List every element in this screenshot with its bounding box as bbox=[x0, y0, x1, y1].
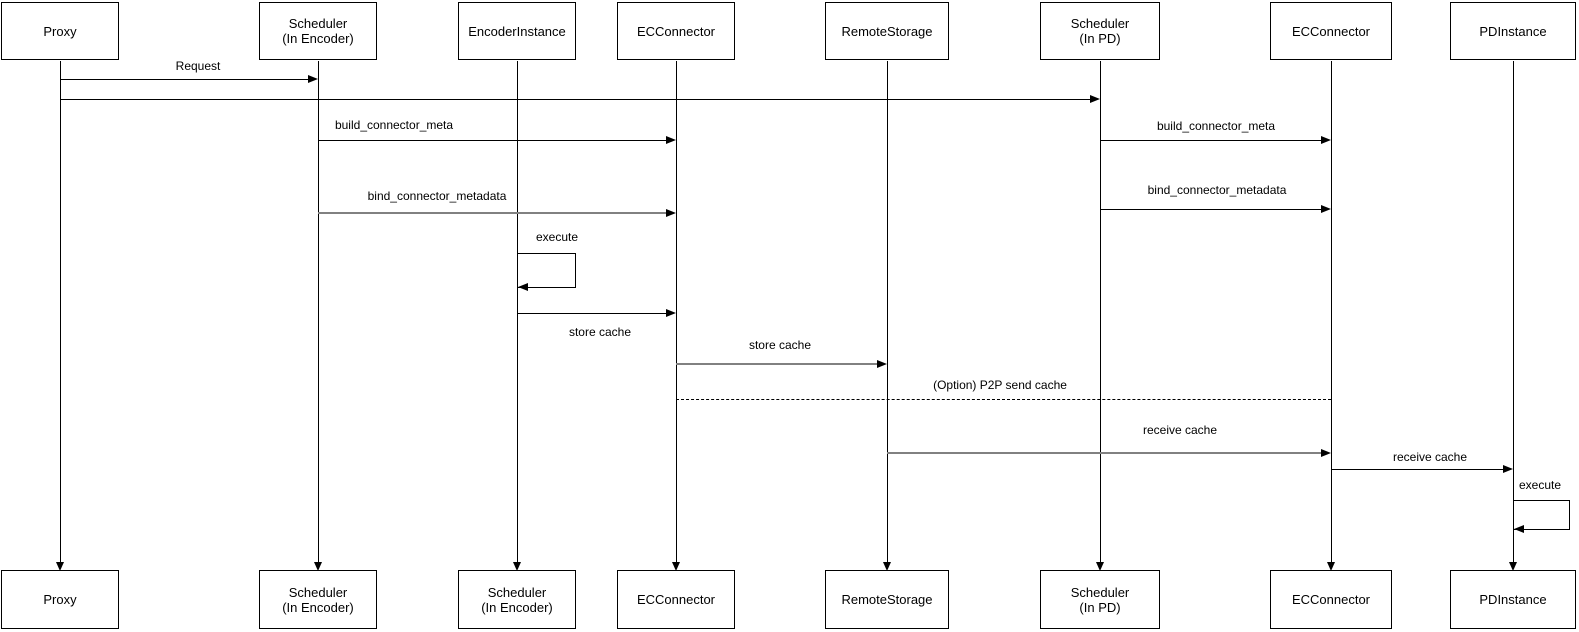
message-arrowhead-request bbox=[308, 75, 318, 83]
message-line-bind-connector-metadata-encoder bbox=[318, 212, 667, 214]
lifeline-arrowhead-remote-storage bbox=[883, 562, 891, 571]
actor-label: EncoderInstance bbox=[468, 23, 566, 39]
message-arrowhead-execute-encoder bbox=[518, 283, 528, 291]
actor-label-line2: (In Encoder) bbox=[282, 599, 354, 615]
message-arrowhead-receive-cache-2 bbox=[1503, 465, 1513, 473]
actor-label: PDInstance bbox=[1479, 592, 1547, 607]
message-line-receive-cache-1 bbox=[887, 452, 1321, 454]
actor-top-pdinstance: PDInstance bbox=[1450, 2, 1576, 60]
actor-bottom-scheduler-encoder: Scheduler(In Encoder) bbox=[259, 570, 377, 629]
actor-top-proxy: Proxy bbox=[1, 2, 119, 60]
message-arrowhead-bind-connector-metadata-encoder bbox=[666, 209, 676, 217]
lifeline-scheduler-pd bbox=[1100, 61, 1101, 562]
message-label-store-cache-2: store cache bbox=[748, 338, 812, 352]
actor-bottom-pdinstance: PDInstance bbox=[1450, 570, 1576, 629]
actor-top-remote-storage: RemoteStorage bbox=[825, 2, 949, 60]
message-line-store-cache-1 bbox=[517, 313, 666, 314]
message-label-execute-encoder: execute bbox=[535, 230, 579, 244]
message-line-request bbox=[60, 79, 309, 80]
actor-label: ECConnector bbox=[636, 592, 716, 607]
message-label-store-cache-1: store cache bbox=[568, 325, 632, 339]
message-selfloop-execute-encoder bbox=[517, 253, 576, 288]
message-line-p2p-send-cache bbox=[676, 399, 1331, 400]
lifeline-arrowhead-ecconnector-encoder bbox=[672, 562, 680, 571]
message-arrowhead-proxy-to-scheduler-pd bbox=[1090, 95, 1100, 103]
lifeline-arrowhead-proxy bbox=[56, 562, 64, 571]
actor-label-line2: (In Encoder) bbox=[282, 31, 354, 46]
actor-bottom-ecconnector-encoder: ECConnector bbox=[617, 570, 735, 629]
actor-top-ecconnector-encoder: ECConnector bbox=[617, 2, 735, 60]
lifeline-arrowhead-scheduler-encoder bbox=[314, 562, 322, 571]
actor-label: RemoteStorage bbox=[841, 592, 933, 607]
message-selfloop-execute-pd bbox=[1513, 500, 1570, 530]
lifeline-arrowhead-encoder-instance bbox=[513, 562, 521, 571]
message-arrowhead-store-cache-1 bbox=[666, 309, 676, 317]
actor-label: PDInstance bbox=[1479, 23, 1547, 39]
actor-label: Scheduler bbox=[1070, 584, 1130, 600]
actor-bottom-remote-storage: RemoteStorage bbox=[825, 570, 949, 629]
message-arrowhead-build-connector-meta-encoder bbox=[666, 136, 676, 144]
message-label-receive-cache-2: receive cache bbox=[1392, 450, 1468, 464]
message-arrowhead-receive-cache-1 bbox=[1321, 449, 1331, 457]
actor-bottom-ecconnector-pd: ECConnector bbox=[1270, 570, 1392, 629]
actor-label: ECConnector bbox=[1291, 592, 1371, 607]
message-label-request: Request bbox=[175, 59, 221, 73]
actor-top-ecconnector-pd: ECConnector bbox=[1270, 2, 1392, 60]
actor-label-line2: (In PD) bbox=[1079, 599, 1121, 615]
actor-bottom-scheduler-encoder-2: Scheduler(In Encoder) bbox=[458, 570, 576, 629]
actor-label-line2: (In PD) bbox=[1079, 31, 1121, 46]
lifeline-ecconnector-pd bbox=[1331, 61, 1332, 562]
message-label-receive-cache-1: receive cache bbox=[1142, 423, 1218, 437]
actor-label: RemoteStorage bbox=[841, 23, 933, 39]
message-label-bind-connector-metadata-pd: bind_connector_metadata bbox=[1147, 183, 1287, 197]
message-arrowhead-execute-pd bbox=[1514, 525, 1524, 533]
message-line-store-cache-2 bbox=[676, 363, 877, 365]
actor-label: Proxy bbox=[43, 592, 77, 607]
actor-top-scheduler-pd: Scheduler(In PD) bbox=[1040, 2, 1160, 60]
actor-label: ECConnector bbox=[636, 23, 716, 39]
message-label-build-connector-meta-pd: build_connector_meta bbox=[1156, 119, 1276, 133]
actor-label: Scheduler bbox=[288, 584, 348, 600]
message-line-build-connector-meta-encoder bbox=[318, 140, 667, 141]
lifeline-proxy bbox=[60, 61, 61, 562]
message-line-bind-connector-metadata-pd bbox=[1100, 209, 1321, 210]
lifeline-arrowhead-scheduler-pd bbox=[1096, 562, 1104, 571]
actor-bottom-proxy: Proxy bbox=[1, 570, 119, 629]
actor-bottom-scheduler-pd: Scheduler(In PD) bbox=[1040, 570, 1160, 629]
lifeline-arrowhead-pdinstance bbox=[1509, 562, 1517, 571]
message-label-execute-pd: execute bbox=[1518, 478, 1562, 492]
message-arrowhead-bind-connector-metadata-pd bbox=[1321, 205, 1331, 213]
actor-top-scheduler-encoder: Scheduler(In Encoder) bbox=[259, 2, 377, 60]
message-line-proxy-to-scheduler-pd bbox=[60, 99, 1091, 100]
actor-label: Scheduler bbox=[288, 16, 348, 31]
actor-label: Proxy bbox=[43, 23, 77, 39]
actor-label: Scheduler bbox=[487, 584, 547, 600]
lifeline-scheduler-encoder bbox=[318, 61, 319, 562]
lifeline-pdinstance bbox=[1513, 61, 1514, 562]
message-line-build-connector-meta-pd bbox=[1100, 140, 1321, 141]
message-line-receive-cache-2 bbox=[1331, 469, 1503, 470]
message-arrowhead-build-connector-meta-pd bbox=[1321, 136, 1331, 144]
actor-top-encoder-instance: EncoderInstance bbox=[458, 2, 576, 60]
message-arrowhead-store-cache-2 bbox=[877, 360, 887, 368]
lifeline-remote-storage bbox=[887, 61, 888, 562]
lifeline-arrowhead-ecconnector-pd bbox=[1327, 562, 1335, 571]
actor-label-line2: (In Encoder) bbox=[481, 599, 553, 615]
actor-label: ECConnector bbox=[1291, 23, 1371, 39]
actor-label: Scheduler bbox=[1070, 16, 1130, 31]
message-label-build-connector-meta-encoder: build_connector_meta bbox=[334, 118, 454, 132]
lifeline-ecconnector-encoder bbox=[676, 61, 677, 562]
lifeline-encoder-instance bbox=[517, 61, 518, 562]
message-label-p2p-send-cache: (Option) P2P send cache bbox=[933, 378, 1067, 392]
message-label-bind-connector-metadata-encoder: bind_connector_metadata bbox=[367, 189, 507, 203]
